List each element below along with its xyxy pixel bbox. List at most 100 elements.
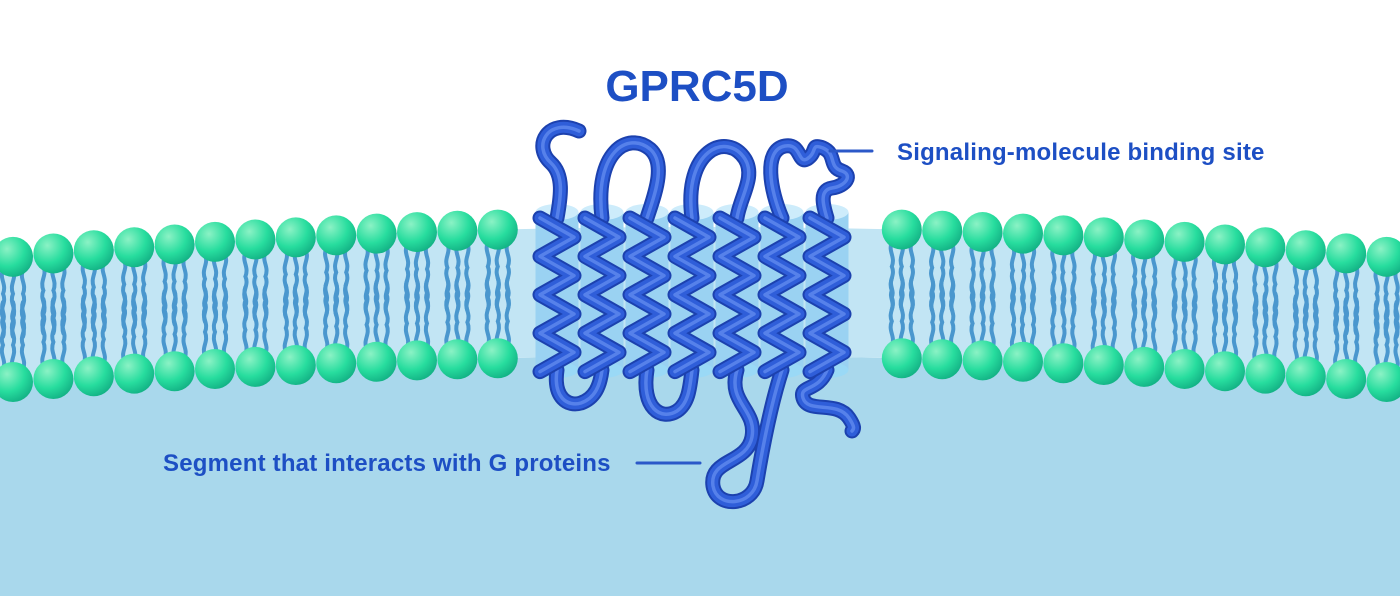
lipid-head (1285, 230, 1326, 271)
lipid-head (881, 338, 922, 379)
lipid-head (275, 345, 316, 386)
lipid-tail (1272, 291, 1279, 363)
lipid-head (1164, 348, 1205, 389)
lipid-tail (929, 277, 936, 349)
lipid-tail (454, 277, 461, 349)
lipid-tail (1191, 286, 1198, 358)
intracellular-loop-2 (644, 368, 694, 416)
lipid-head (316, 343, 357, 384)
lipid-tail (1070, 281, 1077, 353)
lipid-head (114, 353, 155, 394)
lipid-tail (100, 294, 107, 366)
lipid-head (235, 346, 276, 387)
lipid-head (962, 212, 1003, 253)
transmembrane-helix-coil (673, 216, 711, 374)
lipid-head (33, 233, 74, 274)
label-binding-site: Signaling-molecule binding site (897, 139, 1265, 166)
lipid-head (1245, 227, 1286, 268)
lipid-tail (141, 291, 148, 363)
lipid-tail (484, 276, 491, 348)
lipid-tail (1302, 294, 1309, 366)
lipid-head (477, 209, 518, 250)
lipid-tail (0, 300, 7, 372)
lipid-tail (292, 283, 299, 355)
lipid-tail (1221, 289, 1229, 361)
lipid-tail (1312, 294, 1319, 366)
lipid-tail (1383, 299, 1390, 371)
lipid-head (397, 340, 437, 381)
lipid-tail (161, 289, 168, 361)
lipid-tail (90, 294, 97, 366)
lipid-head (1083, 344, 1124, 385)
extracellular-loop-2 (689, 144, 751, 220)
lipid-head (437, 339, 478, 380)
intracellular-loop-1 (554, 368, 604, 406)
lipid-head (1124, 346, 1165, 387)
lipid-tail (1141, 284, 1148, 356)
lipid-tail (1029, 279, 1037, 351)
lipid-tail (1252, 291, 1259, 363)
lipid-head (1043, 343, 1084, 384)
transmembrane-helix-coil (538, 216, 576, 374)
lipid-head (154, 224, 195, 265)
lipid-tail (1262, 291, 1269, 363)
lipid-tail (60, 297, 67, 369)
lipid-tail (1060, 281, 1067, 353)
lipid-head (881, 209, 922, 250)
lipid-tail (9, 300, 17, 372)
lipid-head (1326, 233, 1367, 274)
extracellular-loop-1 (599, 141, 661, 220)
lipid-tail (423, 278, 431, 350)
lipid-tail (979, 278, 986, 350)
lipid-head (1326, 359, 1367, 400)
lipid-head (1366, 361, 1400, 402)
lipid-tail (413, 278, 421, 350)
lipid-head (0, 362, 33, 403)
lipid-tail (181, 289, 188, 361)
lipid-tail (19, 300, 27, 372)
lipid-tail (373, 279, 380, 351)
n-terminus (541, 125, 581, 220)
transmembrane-helix-coil (763, 216, 801, 374)
lipid-tail (1393, 299, 1400, 371)
lipid-tail (969, 278, 976, 350)
lipid-tail (1343, 297, 1350, 369)
lipid-tail (1100, 282, 1107, 354)
lipid-head (154, 351, 195, 392)
lipid-head (1205, 351, 1245, 392)
lipid-tail (1110, 282, 1117, 354)
lipid-tail (504, 276, 511, 348)
lipid-tail (343, 281, 350, 353)
cytoplasm-region (0, 356, 1400, 596)
lipid-tail (1211, 289, 1219, 361)
lipid-head (33, 359, 74, 400)
lipid-tail (949, 277, 956, 349)
lipid-tail (80, 294, 87, 366)
lipid-head (962, 340, 1003, 381)
lipid-tail (1181, 286, 1188, 358)
lipid-head (437, 210, 478, 251)
transmembrane-helix-coil (808, 216, 846, 374)
lipid-tail (989, 278, 996, 350)
lipid-tail (1131, 284, 1138, 356)
c-terminus (800, 368, 856, 433)
receptor-protein-group (532, 119, 862, 509)
lipid-head (1164, 221, 1205, 262)
lipid-head (356, 341, 397, 382)
lipid-head (1205, 224, 1245, 265)
lipid-tail (444, 277, 451, 349)
lipid-tail (1292, 294, 1299, 366)
lipid-head (1245, 353, 1286, 394)
lipid-tail (1050, 281, 1057, 353)
lipid-head (195, 348, 235, 389)
lipid-tail (363, 279, 370, 351)
lipid-tail (302, 283, 309, 355)
lipid-tail (50, 297, 57, 369)
lipid-tail (1171, 286, 1178, 358)
lipid-tail (1151, 284, 1158, 356)
lipid-head (114, 227, 155, 268)
lipid-tail (1333, 297, 1340, 369)
lipid-tail (1009, 279, 1017, 351)
lipid-head (73, 356, 114, 397)
